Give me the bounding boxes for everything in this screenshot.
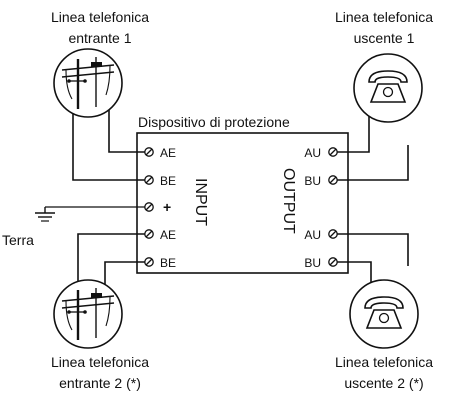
terminal-label-be-1: BE [160,174,176,188]
device-title: Dispositivo di protezione [138,114,290,130]
terminal-be-1-screw-icon [144,175,154,185]
wire-out2-a [337,233,409,266]
protection-device-box [136,132,349,274]
terminal-bu-1-screw-icon [328,175,338,185]
wire-in2-b [104,261,145,290]
incoming-line-2-title-line2: entrante 2 (*) [59,375,141,391]
utility-pole-icon [52,47,124,119]
terminal-label-ae-1: AE [160,146,176,160]
terminal-bu-2-screw-icon [328,257,338,267]
incoming-line-1-title-line2: entrante 1 [68,30,131,46]
output-label: OUTPUT [280,168,297,234]
terminal-au-1-screw-icon [328,147,338,157]
ground-symbol-icon [35,207,55,222]
wire-in1-a [108,93,145,153]
terminal-label-au-2: AU [304,228,321,242]
terminal-ae-1-screw-icon [144,147,154,157]
terminal-label-bu-2: BU [304,256,321,270]
incoming-line-2-title-line1: Linea telefonica [51,354,149,370]
terminal-label-au-1: AU [304,146,321,160]
utility-pole-icon [52,278,124,350]
incoming-line-1-title-line1: Linea telefonica [51,9,149,25]
wire-out2-b [337,261,372,283]
wire-out1-b [337,145,409,181]
terminal-label-bu-1: BU [304,174,321,188]
input-label: INPUT [192,178,209,226]
terminal-be-2-screw-icon [144,257,154,267]
outgoing-line-2-title-line1: Linea telefonica [335,354,433,370]
terminal-label-ae-2: AE [160,228,176,242]
wire-in2-a [77,233,145,290]
terminal-au-2-screw-icon [328,229,338,239]
terminal-label-ground: + [163,199,171,215]
wire-out1-a [337,100,370,153]
outgoing-line-1-title-line1: Linea telefonica [335,9,433,25]
wire-in1-b [72,100,145,181]
outgoing-line-2-title-line2: uscente 2 (*) [344,375,423,391]
outgoing-line-1-title-line2: uscente 1 [354,30,415,46]
terminal-ae-2-screw-icon [144,229,154,239]
telephone-icon [349,279,419,349]
telephone-icon [353,53,423,123]
terminal-label-be-2: BE [160,256,176,270]
ground-label: Terra [2,232,34,248]
terminal-ground-screw-icon [144,202,154,212]
